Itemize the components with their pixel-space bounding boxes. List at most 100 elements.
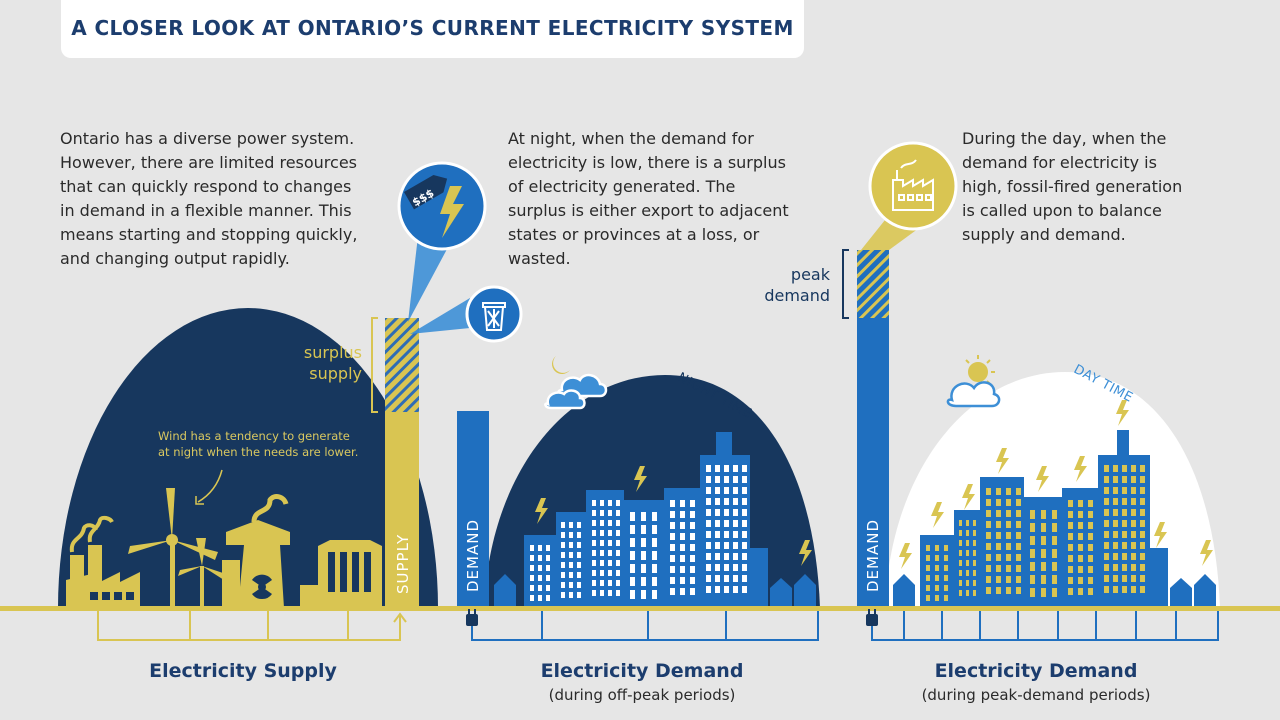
building-window xyxy=(733,520,738,527)
building-window xyxy=(616,580,620,586)
footer-supply-title: Electricity Supply xyxy=(149,660,337,682)
building-window xyxy=(986,543,991,550)
building-window xyxy=(1006,510,1011,517)
building-window xyxy=(1122,586,1127,593)
building-window xyxy=(569,532,573,538)
building-window xyxy=(569,542,573,548)
building-window xyxy=(733,586,738,593)
building-window xyxy=(1113,498,1118,505)
building-window xyxy=(1078,555,1083,562)
building-window xyxy=(1104,542,1109,549)
building-window xyxy=(1104,465,1109,472)
building-window xyxy=(641,577,646,586)
building-window xyxy=(600,550,604,556)
building-window xyxy=(577,542,581,548)
building-window xyxy=(1140,520,1145,527)
building-window xyxy=(530,575,534,581)
cloud-icon xyxy=(544,373,608,410)
building-window xyxy=(1016,565,1021,572)
building-window xyxy=(546,565,550,571)
building-window xyxy=(959,570,962,576)
building-window xyxy=(670,555,675,562)
supply-wiring xyxy=(97,611,407,641)
building-window xyxy=(546,545,550,551)
building-window xyxy=(966,540,969,546)
building-window xyxy=(715,586,720,593)
building-window xyxy=(986,532,991,539)
building-window xyxy=(1068,566,1073,573)
building-window xyxy=(616,500,620,506)
building-window xyxy=(1078,577,1083,584)
building-window xyxy=(1078,588,1083,595)
building-window xyxy=(1104,564,1109,571)
building-window xyxy=(1078,522,1083,529)
building-window xyxy=(1131,520,1136,527)
building-window xyxy=(944,585,948,591)
building-window xyxy=(561,592,565,598)
price-circle xyxy=(397,161,487,251)
building-window xyxy=(608,580,612,586)
building-window xyxy=(1104,476,1109,483)
building-window xyxy=(724,476,729,483)
building-window xyxy=(538,555,542,561)
building-window xyxy=(1030,575,1035,584)
building-window xyxy=(670,588,675,595)
title-box: A CLOSER LOOK AT ONTARIO’S CURRENT ELECT… xyxy=(61,0,804,58)
building-window xyxy=(1016,543,1021,550)
building-window xyxy=(966,580,969,586)
building-window xyxy=(1104,487,1109,494)
building-window xyxy=(986,565,991,572)
building-window xyxy=(742,498,747,505)
building-window xyxy=(1113,487,1118,494)
building-window xyxy=(577,562,581,568)
building-window xyxy=(996,521,1001,528)
building-window xyxy=(592,590,596,596)
building-window xyxy=(592,520,596,526)
building-window xyxy=(1140,487,1145,494)
building-window xyxy=(973,560,976,566)
building-window xyxy=(608,560,612,566)
building-window xyxy=(996,488,1001,495)
building-window xyxy=(1006,499,1011,506)
building-window xyxy=(680,500,685,507)
building-window xyxy=(690,577,695,584)
night-lightning xyxy=(535,466,812,566)
building-window xyxy=(986,554,991,561)
building-window xyxy=(1052,588,1057,597)
building-window xyxy=(577,582,581,588)
building-window xyxy=(959,540,962,546)
building-window xyxy=(1113,476,1118,483)
building-window xyxy=(944,595,948,601)
supply-bar-label: SUPPLY xyxy=(394,533,412,594)
building-window xyxy=(1006,565,1011,572)
building-window xyxy=(680,588,685,595)
building-window xyxy=(996,532,1001,539)
building-window xyxy=(608,510,612,516)
building-window xyxy=(1140,575,1145,582)
peak-demand-label: peak demand xyxy=(764,265,830,305)
building-window xyxy=(1131,575,1136,582)
building-window xyxy=(715,542,720,549)
building-window xyxy=(538,575,542,581)
building-window xyxy=(1088,577,1093,584)
building-window xyxy=(1068,577,1073,584)
trash-beam xyxy=(410,298,470,334)
building-window xyxy=(652,538,657,547)
building-window xyxy=(733,531,738,538)
building-window xyxy=(608,590,612,596)
building-window xyxy=(690,555,695,562)
building-window xyxy=(966,570,969,576)
building-window xyxy=(715,476,720,483)
building-window xyxy=(652,577,657,586)
building-window xyxy=(706,531,711,538)
day-windows xyxy=(926,465,1145,601)
building-window xyxy=(600,500,604,506)
building-window xyxy=(680,522,685,529)
building-window xyxy=(641,564,646,573)
wind-note: Wind has a tendency to generate at night… xyxy=(158,429,359,459)
building-window xyxy=(1088,511,1093,518)
building-window xyxy=(986,587,991,594)
building-window xyxy=(630,551,635,560)
building-window xyxy=(1078,511,1083,518)
